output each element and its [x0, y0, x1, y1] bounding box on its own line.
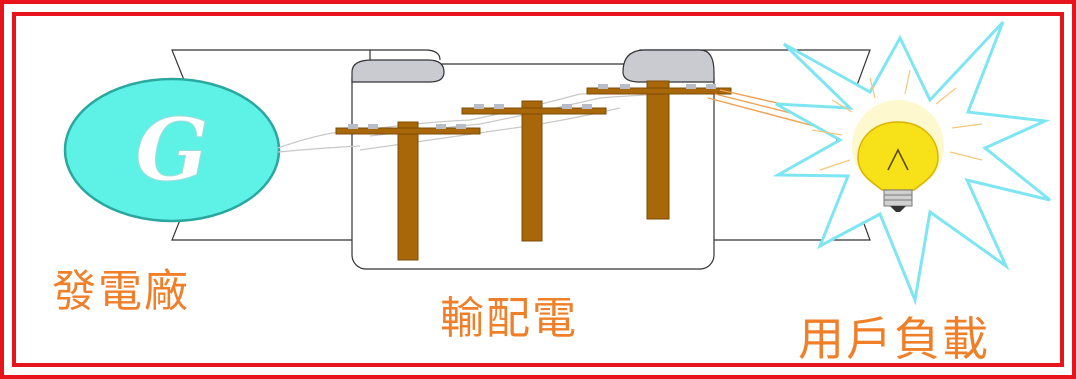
- load-burst: [772, 20, 1051, 306]
- generator-circle-icon: [63, 77, 281, 223]
- utility-pole-3: [586, 80, 732, 220]
- inner-frame: [12, 12, 1064, 367]
- generator: G: [63, 77, 281, 223]
- utility-pole-2: [461, 100, 607, 242]
- light-bulb-icon: [852, 100, 944, 212]
- generator-letter: G: [135, 100, 208, 201]
- transmission-label: 輸配電: [440, 293, 578, 344]
- power-plant-label: 發電廠: [52, 266, 190, 317]
- utility-pole-1: [335, 121, 481, 261]
- load-label: 用戶負載: [798, 312, 990, 366]
